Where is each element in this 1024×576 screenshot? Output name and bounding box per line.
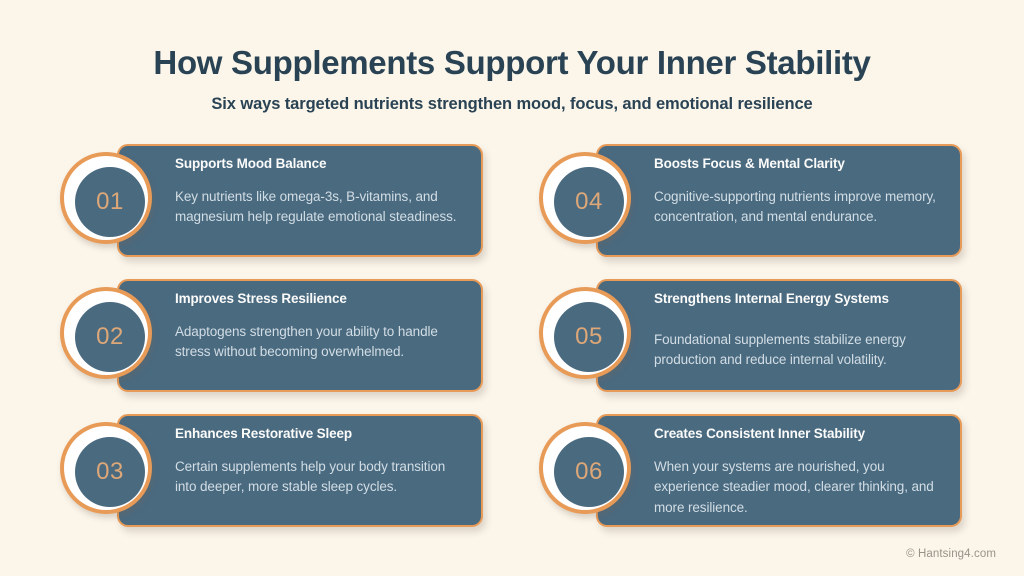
- footer-attribution: © Hantsing4.com: [906, 548, 996, 560]
- card-body: Key nutrients like omega-3s, B-vitamins,…: [175, 188, 457, 225]
- card-row: Strengthens Internal Energy Systems Foun…: [539, 273, 985, 398]
- badge-white-ring: 01: [64, 156, 148, 240]
- badge-core: 02: [75, 302, 145, 372]
- badge-core: 04: [554, 167, 624, 237]
- card-row: Improves Stress Resilience Adaptogens st…: [60, 273, 506, 398]
- badge-number: 06: [575, 458, 603, 485]
- badge-core: 05: [554, 302, 624, 372]
- card-05[interactable]: Strengthens Internal Energy Systems Foun…: [596, 279, 962, 392]
- badge-core: 01: [75, 167, 145, 237]
- card-heading: Boosts Focus & Mental Clarity: [654, 156, 845, 171]
- card-body: Adaptogens strengthen your ability to ha…: [175, 323, 438, 360]
- badge-white-ring: 04: [543, 156, 627, 240]
- card-04[interactable]: Boosts Focus & Mental Clarity Cognitive-…: [596, 144, 962, 257]
- badge-white-ring: 03: [64, 426, 148, 510]
- badge-number: 05: [575, 323, 603, 350]
- badge-core: 06: [554, 437, 624, 507]
- badge-white-ring: 06: [543, 426, 627, 510]
- badge-number: 03: [96, 458, 124, 485]
- card-row: Creates Consistent Inner Stability When …: [539, 408, 985, 533]
- card-number-badge-02: 02: [60, 287, 152, 379]
- card-heading: Creates Consistent Inner Stability: [654, 426, 865, 441]
- card-heading: Enhances Restorative Sleep: [175, 426, 352, 441]
- card-heading: Strengthens Internal Energy Systems: [654, 291, 889, 306]
- card-row: Supports Mood Balance Key nutrients like…: [60, 138, 506, 263]
- card-row: Enhances Restorative Sleep Certain suppl…: [60, 408, 506, 533]
- card-number-badge-04: 04: [539, 152, 631, 244]
- card-02[interactable]: Improves Stress Resilience Adaptogens st…: [117, 279, 483, 392]
- cards-column-right: Boosts Focus & Mental Clarity Cognitive-…: [539, 138, 985, 533]
- badge-white-ring: 05: [543, 291, 627, 375]
- badge-number: 02: [96, 323, 124, 350]
- card-01[interactable]: Supports Mood Balance Key nutrients like…: [117, 144, 483, 257]
- cards-column-left: Supports Mood Balance Key nutrients like…: [60, 138, 506, 533]
- page-subtitle: Six ways targeted nutrients strengthen m…: [211, 94, 813, 113]
- card-row: Boosts Focus & Mental Clarity Cognitive-…: [539, 138, 985, 263]
- card-body: Foundational supplements stabilize energ…: [654, 331, 906, 368]
- page-title: How Supplements Support Your Inner Stabi…: [153, 44, 871, 81]
- card-body: When your systems are nourished, you exp…: [654, 458, 934, 515]
- card-number-badge-03: 03: [60, 422, 152, 514]
- card-heading: Supports Mood Balance: [175, 156, 327, 171]
- card-number-badge-05: 05: [539, 287, 631, 379]
- badge-white-ring: 02: [64, 291, 148, 375]
- badge-number: 01: [96, 188, 124, 215]
- card-number-badge-06: 06: [539, 422, 631, 514]
- card-body: Cognitive-supporting nutrients improve m…: [654, 188, 936, 225]
- card-03[interactable]: Enhances Restorative Sleep Certain suppl…: [117, 414, 483, 527]
- card-number-badge-01: 01: [60, 152, 152, 244]
- badge-number: 04: [575, 188, 603, 215]
- card-body: Certain supplements help your body trans…: [175, 458, 446, 495]
- card-06[interactable]: Creates Consistent Inner Stability When …: [596, 414, 962, 527]
- header: How Supplements Support Your Inner Stabi…: [0, 44, 1024, 115]
- badge-core: 03: [75, 437, 145, 507]
- card-heading: Improves Stress Resilience: [175, 291, 347, 306]
- cards-grid: Supports Mood Balance Key nutrients like…: [0, 138, 1024, 538]
